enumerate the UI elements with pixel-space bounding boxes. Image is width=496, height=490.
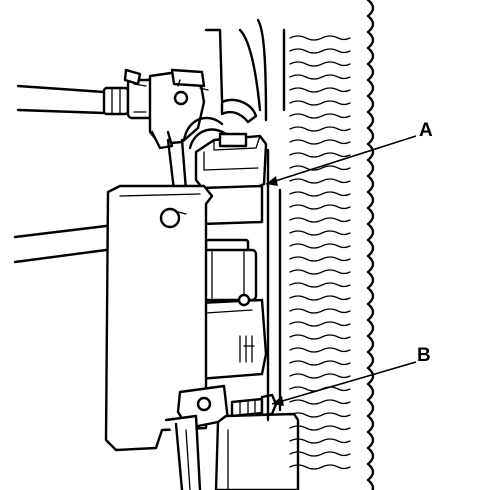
radiator-fin [289, 48, 351, 54]
radiator-fin [289, 35, 351, 41]
upper-cable [16, 84, 106, 115]
radiator-fin [289, 295, 351, 301]
radiator-fin [289, 451, 351, 457]
radiator-fin [289, 438, 351, 444]
frame-panel [204, 18, 286, 422]
radiator-fin [289, 74, 351, 80]
radiator-fin [289, 269, 351, 275]
lower-bracket-plate [214, 412, 300, 490]
lower-cable [13, 224, 108, 264]
radiator-fin [289, 230, 351, 236]
radiator-fin [289, 347, 351, 353]
cable-end-fitting [102, 68, 156, 120]
leader-line-a [265, 135, 417, 186]
radiator-fin [289, 126, 351, 132]
radiator-fin [289, 321, 351, 327]
radiator-fin [289, 334, 351, 340]
radiator-fin [289, 165, 351, 171]
bolt-b [230, 393, 278, 418]
radiator-fin [289, 360, 351, 366]
radiator-fin [289, 256, 351, 262]
mounting-arm [166, 138, 188, 192]
callout-label-b: B [417, 345, 431, 366]
radiator-fin [289, 282, 351, 288]
radiator-fin [289, 61, 351, 67]
leader-line-b [271, 361, 417, 406]
radiator-fin [289, 152, 351, 158]
radiator-edge [366, 0, 375, 490]
mating-socket [198, 238, 258, 302]
mounting-foot [164, 384, 230, 490]
radiator-fin [289, 204, 351, 210]
callout-label-a: A [419, 120, 433, 141]
radiator-fin [289, 399, 351, 405]
radiator-fin [289, 87, 351, 93]
side-housing [104, 184, 214, 452]
radiator-fin [289, 425, 351, 431]
radiator-fin [289, 139, 351, 145]
wire-clip [182, 98, 258, 150]
radiator-fins [289, 35, 351, 470]
mounting-bracket [148, 68, 209, 150]
radiator-fin [289, 412, 351, 418]
radiator-fin [289, 217, 351, 223]
radiator-fin [289, 100, 351, 106]
radiator-fin [289, 308, 351, 314]
radiator-fin [289, 243, 351, 249]
radiator-fin [289, 191, 351, 197]
radiator-fin [289, 373, 351, 379]
radiator-fin [289, 113, 351, 119]
radiator-fin [289, 464, 351, 470]
radiator-fin [289, 178, 351, 184]
